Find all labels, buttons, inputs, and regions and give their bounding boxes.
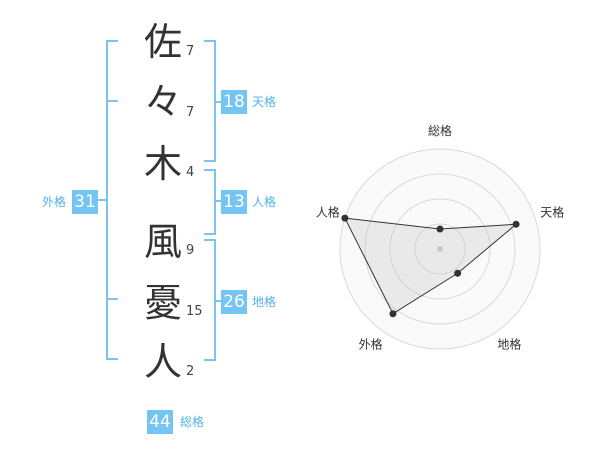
radar-point-1 (436, 225, 444, 233)
stroke-count-3: 4 (186, 165, 195, 180)
stroke-count-2: 7 (186, 105, 195, 120)
gaikaku-tick (96, 199, 108, 201)
gaikaku-label: 外格 (42, 195, 67, 209)
radar-axis-label-5: 人格 (316, 205, 340, 220)
gaikaku-value: 31 (72, 190, 98, 214)
chikaku-value: 26 (221, 290, 247, 314)
radar-axis-label-3: 地格 (497, 336, 521, 351)
jinkaku-bracket (204, 169, 216, 235)
stroke-count-6: 2 (186, 364, 195, 379)
name-char-4: 風 (143, 220, 182, 264)
name-char-6: 人 (143, 340, 182, 384)
gaikaku-inner-tick-2 (106, 298, 118, 300)
radar-axis-label-4: 外格 (359, 336, 383, 351)
radar-axis-label-1: 総格 (428, 123, 452, 138)
stroke-count-1: 7 (186, 44, 195, 59)
gaikaku-inner-tick-1 (106, 100, 118, 102)
tenkaku-tick (214, 101, 224, 103)
soukaku-value: 44 (147, 410, 173, 434)
radar-center-dot (437, 246, 443, 252)
radar-ring-3 (364, 173, 516, 325)
jinkaku-tick (214, 200, 224, 202)
radar-point-3 (454, 269, 462, 277)
chikaku-tick (214, 300, 224, 302)
name-char-3: 木 (143, 142, 182, 186)
jinkaku-label: 人格 (252, 195, 277, 209)
radar-ring-2 (389, 198, 491, 300)
name-char-5: 憂 (143, 281, 182, 325)
radar-point-2 (512, 220, 520, 228)
soukaku-label: 総格 (180, 415, 205, 429)
radar-point-5 (341, 214, 349, 222)
jinkaku-value: 13 (221, 190, 247, 214)
name-char-2: 々 (143, 80, 182, 124)
stroke-count-5: 15 (186, 304, 203, 319)
radar-axis-label-2: 天格 (540, 205, 564, 220)
stroke-count-4: 9 (186, 243, 195, 258)
tenkaku-value: 18 (221, 90, 247, 114)
name-char-1: 佐 (143, 20, 182, 64)
tenkaku-label: 天格 (252, 95, 277, 109)
radar-point-4 (389, 310, 397, 318)
radar-ring-1 (414, 223, 466, 275)
chikaku-label: 地格 (252, 295, 277, 309)
radar-data-polygon (344, 217, 518, 315)
